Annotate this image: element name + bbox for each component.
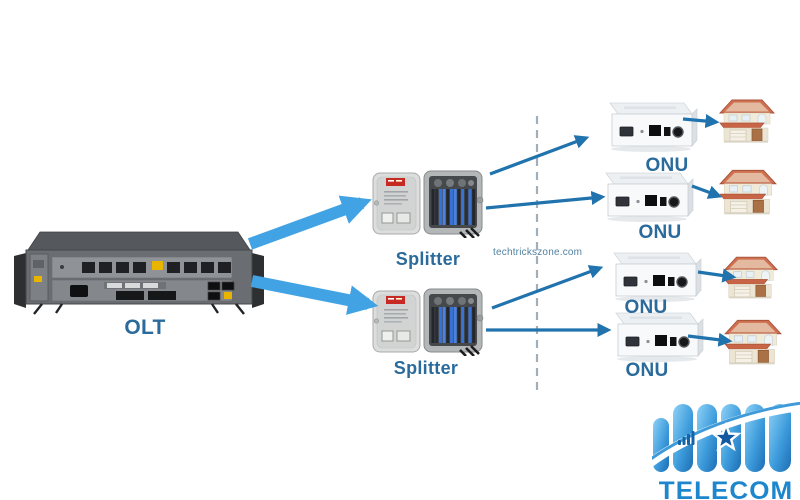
telecom-logo-mark (643, 401, 800, 472)
onu-2-label: ONU (638, 222, 682, 243)
splitter-top-label: Splitter (395, 249, 461, 269)
arrow-splitter-top-to-onu-2 (485, 190, 606, 210)
onu-4-label: ONU (625, 360, 669, 381)
house-icon-4 (721, 316, 785, 366)
logo-swoosh (643, 402, 800, 470)
logo-star-icon (710, 421, 742, 452)
onu-device-2 (600, 170, 694, 224)
arrow-splitter-top-to-onu-1 (489, 135, 590, 176)
logo-signal-icon (678, 431, 695, 445)
splitter-box-top (372, 170, 484, 238)
watermark-text: techtrickszone.com (493, 247, 583, 258)
onu-device-1 (604, 100, 698, 154)
onu-device-3 (608, 250, 702, 304)
house-icon-3 (721, 253, 781, 300)
splitter-bottom-label: Splitter (393, 358, 459, 378)
arrow-olt-to-splitter-top (247, 195, 372, 250)
onu-1-label: ONU (645, 155, 689, 176)
onu-3-label: ONU (624, 297, 668, 318)
house-icon-1 (716, 96, 778, 144)
olt-device (14, 231, 264, 315)
splitter-box-bottom (372, 288, 484, 356)
olt-label: OLT (124, 316, 166, 339)
arrow-olt-to-splitter-bottom (250, 275, 379, 315)
arrow-splitter-bottom-to-onu-3 (491, 265, 604, 310)
telecom-logo: TELECOM (643, 401, 800, 500)
house-icon-2 (716, 166, 780, 216)
telecom-logo-text: TELECOM (658, 477, 794, 500)
arrow-onu-2-to-house-2 (691, 184, 723, 199)
